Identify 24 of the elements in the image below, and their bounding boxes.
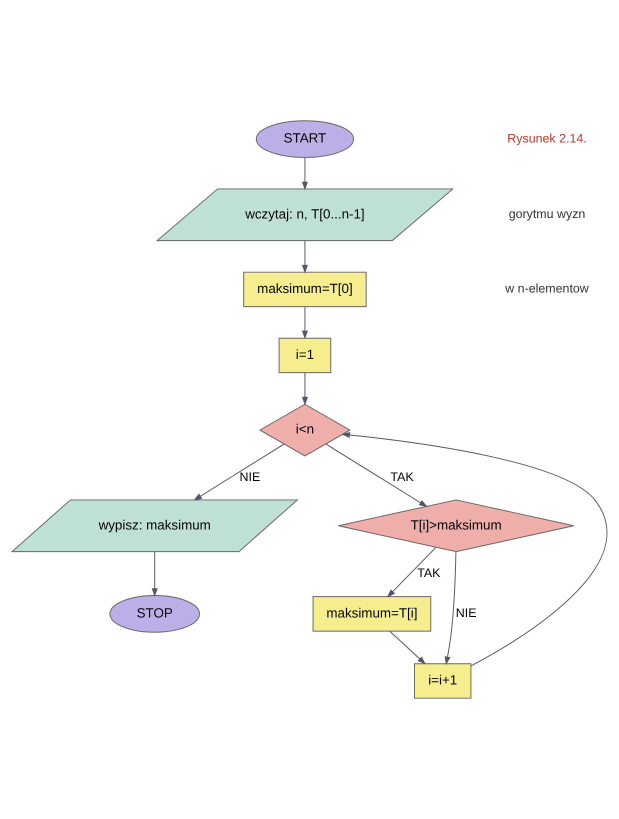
node-ellipse: STOP: [109, 595, 200, 633]
label: Rysunek 2.14.: [507, 131, 587, 146]
arrow: [386, 547, 436, 598]
node-ellipse: START: [256, 120, 354, 158]
label: gorytmu wyzn: [508, 207, 586, 222]
edge-label: TAK: [417, 566, 440, 580]
arrow: [302, 306, 308, 340]
edge-label: NIE: [240, 470, 260, 484]
node-box: maksimum=T[i]: [312, 596, 432, 632]
arrow: [389, 630, 426, 665]
arrow: [302, 240, 308, 274]
arrow: [325, 444, 428, 508]
arrow: [341, 432, 608, 666]
arrow: [152, 551, 158, 597]
edge-label: TAK: [390, 470, 414, 484]
arrow: [444, 551, 456, 666]
arrow: [302, 372, 308, 406]
edge-label: NIE: [456, 606, 477, 620]
node-box: maksimum=T[0]: [243, 272, 367, 308]
label: w n-elementow: [505, 282, 589, 296]
node-box: i=1: [278, 338, 332, 374]
arrow: [302, 157, 308, 190]
node-box: i=i+1: [414, 663, 472, 699]
arrow: [193, 444, 285, 501]
